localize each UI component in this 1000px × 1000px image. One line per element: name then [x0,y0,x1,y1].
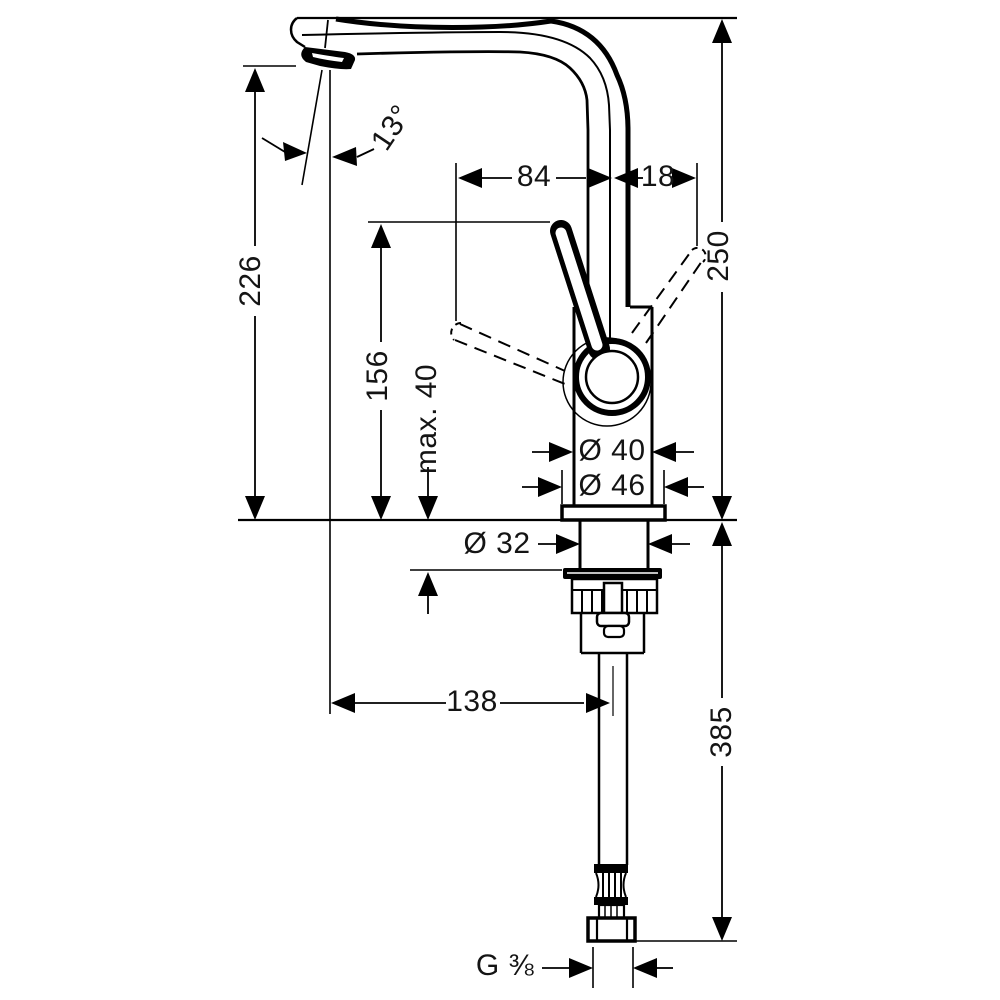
dim-156 [371,224,391,520]
label-base-diameter: Ø 46 [578,469,646,502]
hose-crimp-top [594,864,628,873]
label-overall-height: 250 [702,230,735,282]
dim-226 [245,68,265,520]
spout-mid-contour [301,30,611,340]
faucet-outline [289,16,667,522]
dim-max40 [418,467,438,614]
label-shank-diameter: Ø 32 [463,527,531,560]
dim-d40 [532,442,694,462]
dim-d32 [538,534,690,554]
loop-handle [550,220,652,427]
fixing-foot [595,611,631,628]
dim-250 [712,19,732,520]
label-spout-offset: 18 [640,160,676,193]
spout-tip-cap [289,17,306,49]
label-handle-tip-height: 156 [361,350,394,402]
handle-ring-inner [584,349,640,405]
label-spout-reach: 84 [516,160,552,193]
label-connection-thread: G ⅜ [475,949,535,982]
fixing-tongue [602,624,626,639]
dimension-lines [245,19,732,978]
label-body-diameter: Ø 40 [578,434,646,467]
base-flange [560,504,667,522]
hose-crimp-bottom [594,897,628,905]
mounting-hardware [563,520,662,655]
dim-angle-13 [261,137,375,166]
dim-18 [614,168,696,188]
label-max-mounting-thickness: max. 40 [410,363,443,475]
aerator-highlight [312,53,344,62]
angle-reference-line [301,69,323,186]
dim-d46 [522,477,704,497]
fixing-stud [602,581,624,615]
label-outlet-to-riser-distance: 138 [446,685,498,718]
dim-385 [712,522,732,941]
dim-g38 [542,958,673,978]
hose-hex-nut [586,916,637,943]
dim-138 [331,693,610,713]
supply-hose [586,653,637,943]
handle-swing-dashed-lines [450,246,707,385]
dim-84 [458,168,612,188]
label-hose-length: 385 [705,706,738,758]
handle-lever-core [555,227,603,351]
spout-outer-contour [335,16,631,307]
label-spout-outlet-height: 226 [234,255,267,307]
spout-inner-contour [356,50,590,307]
